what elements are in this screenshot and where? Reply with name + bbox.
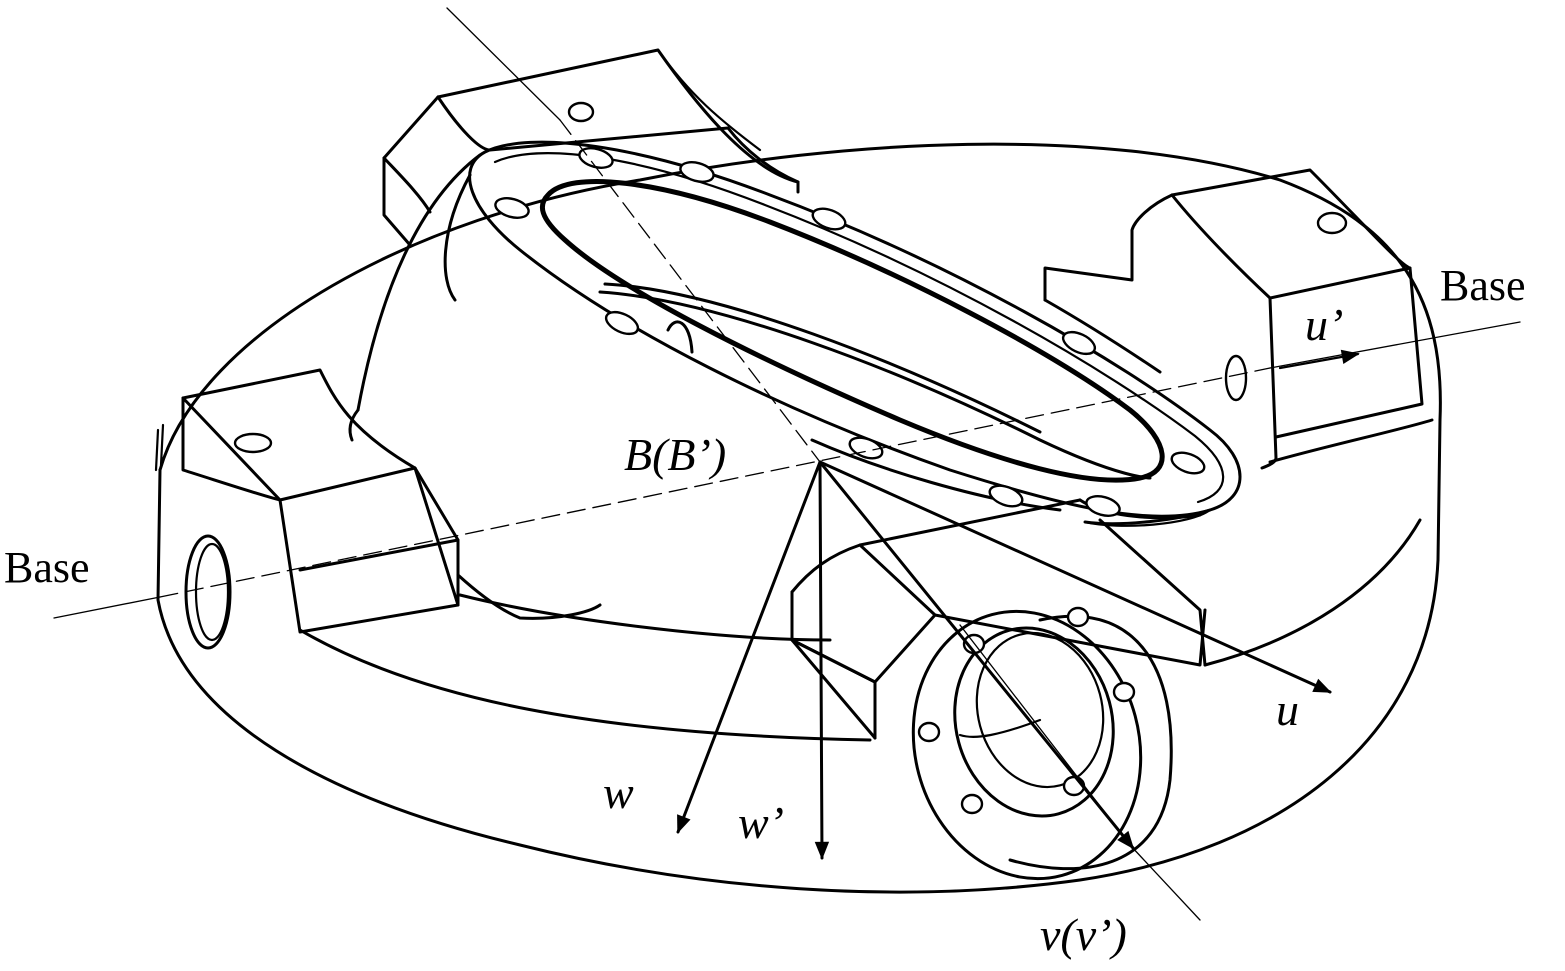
w-prime-arrow: [814, 460, 830, 860]
u-prime-arrow: [1278, 349, 1360, 370]
base-label-left: Base: [4, 543, 90, 592]
w-prime-label: w’: [738, 797, 784, 848]
u-label: u: [1276, 684, 1299, 735]
v-axis-extension: [1129, 844, 1201, 921]
base-axis-hidden: [159, 367, 1271, 598]
port-bore-inner: [975, 631, 1105, 789]
port-bolt-hole: [1066, 606, 1090, 628]
left-port-inner: [194, 542, 230, 642]
origin-label: B(B’): [624, 429, 726, 480]
flange-bolt-hole: [494, 197, 530, 219]
dome-housing: [348, 153, 1162, 642]
port-bolt-hole: [1112, 681, 1136, 703]
flange-bolt-hole: [604, 310, 640, 336]
port-bolt-hole: [917, 721, 941, 743]
v-arrow: [818, 460, 1135, 850]
back-block: [382, 48, 800, 247]
flange-bolt-hole: [1170, 451, 1206, 475]
flange-bolt-hole: [578, 147, 614, 169]
u-arrow: [818, 460, 1332, 694]
flange-bolt-hole: [679, 161, 715, 183]
u-prime-label: u’: [1305, 299, 1343, 350]
flange-bolt-hole: [1061, 330, 1097, 356]
port-outer-face: [911, 609, 1143, 881]
right-block: [1043, 168, 1424, 470]
flange-inner-hole: [666, 320, 694, 354]
inclined-axis-upper: [446, 7, 561, 121]
back-block-bolt-hole: [567, 101, 595, 123]
v-label: v(v’): [1040, 909, 1127, 960]
tilted-flange: [468, 140, 1242, 527]
axes: [53, 7, 1521, 921]
labels: Base Base B(B’) u’ u w w’ v(v’): [4, 261, 1526, 960]
base-axis-right: [1269, 321, 1521, 369]
right-block-bolt-hole: [1316, 211, 1348, 235]
flange-bolt-hole: [811, 207, 847, 231]
w-label: w: [603, 767, 634, 818]
base-axis-left: [53, 596, 161, 619]
base-label-right: Base: [1440, 261, 1526, 310]
flange-bolt-hole: [988, 484, 1024, 508]
flange-bolt-hole: [1085, 495, 1121, 517]
right-block-side-hole: [1224, 354, 1248, 402]
front-port: [911, 606, 1173, 881]
port-bolt-hole: [960, 793, 984, 815]
left-port-outer: [184, 534, 232, 650]
coordinate-arrows: [676, 460, 1332, 860]
left-block: [181, 368, 602, 650]
port-bore-outer: [953, 626, 1115, 818]
front-block: [790, 498, 1207, 740]
left-block-bolt-hole: [233, 432, 273, 454]
inclined-axis-hidden: [559, 119, 821, 463]
w-arrow: [676, 460, 822, 834]
